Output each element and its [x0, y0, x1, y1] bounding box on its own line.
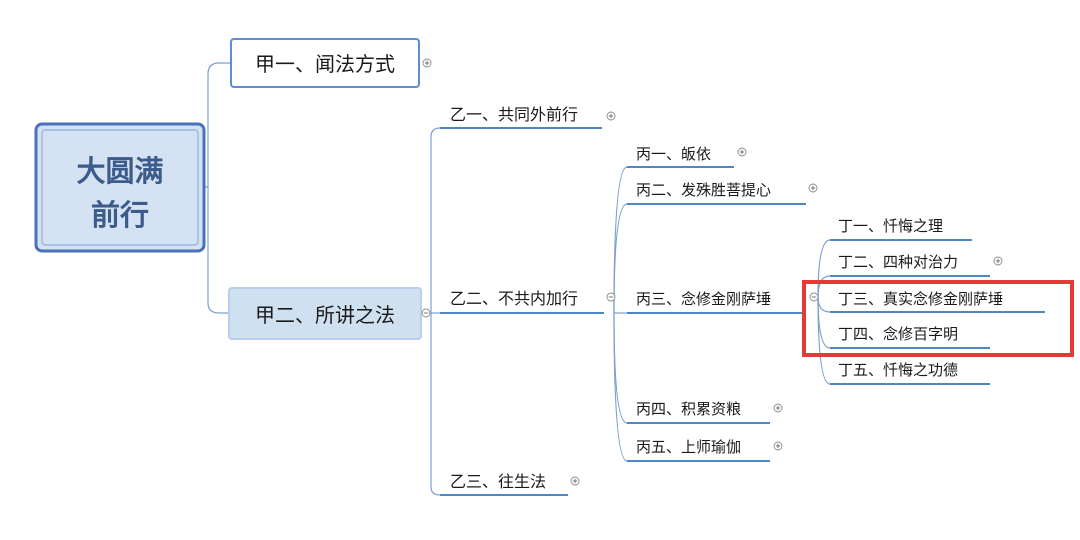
expand-icon[interactable]	[570, 476, 580, 486]
highlight-box	[802, 280, 1074, 357]
node-label: 丙五、上师瑜伽	[636, 438, 741, 456]
node-yi1[interactable]: 乙一、共同外前行	[440, 105, 602, 129]
node-bing4[interactable]: 丙四、积累资粮	[627, 400, 770, 424]
node-ding5[interactable]: 丁五、忏悔之功德	[830, 361, 990, 385]
expand-icon[interactable]	[422, 58, 432, 68]
expand-icon[interactable]	[993, 256, 1003, 266]
node-yi2[interactable]: 乙二、不共内加行	[440, 289, 604, 314]
root-label-line1: 大圆满	[76, 154, 163, 188]
node-label: 丙三、念修金刚萨埵	[636, 290, 771, 308]
node-bing2[interactable]: 丙二、发殊胜菩提心	[627, 181, 806, 205]
node-label: 丁三、真实念修金刚萨埵	[838, 290, 1003, 308]
node-ding3[interactable]: 丁三、真实念修金刚萨埵	[830, 290, 1045, 313]
node-bing3[interactable]: 丙三、念修金刚萨埵	[627, 290, 806, 314]
collapse-icon[interactable]	[421, 308, 431, 318]
node-jia1[interactable]: 甲一、闻法方式	[230, 38, 420, 88]
node-label: 丁四、念修百字明	[838, 325, 958, 343]
node-jia2[interactable]: 甲二、所讲之法	[228, 287, 422, 340]
node-label: 乙三、往生法	[450, 472, 546, 491]
root-node[interactable]: 大圆满 前行	[34, 122, 206, 253]
node-label: 乙一、共同外前行	[450, 105, 578, 124]
expand-icon[interactable]	[606, 111, 616, 121]
collapse-icon[interactable]	[809, 292, 819, 302]
node-label: 丙一、皈依	[636, 145, 711, 163]
node-bing1[interactable]: 丙一、皈依	[627, 145, 734, 168]
node-ding4[interactable]: 丁四、念修百字明	[830, 325, 990, 349]
node-label: 丁一、忏悔之理	[838, 217, 943, 235]
node-label: 丙四、积累资粮	[636, 400, 741, 418]
expand-icon[interactable]	[737, 147, 747, 157]
connector-lines	[204, 62, 831, 496]
node-bing5[interactable]: 丙五、上师瑜伽	[627, 438, 770, 462]
node-ding2[interactable]: 丁二、四种对治力	[830, 253, 990, 277]
node-label: 丙二、发殊胜菩提心	[636, 181, 771, 199]
root-label-line2: 前行	[91, 198, 149, 232]
node-ding1[interactable]: 丁一、忏悔之理	[830, 217, 972, 241]
expand-icon[interactable]	[773, 403, 783, 413]
node-yi3[interactable]: 乙三、往生法	[440, 472, 568, 496]
expand-icon[interactable]	[773, 441, 783, 451]
node-label: 乙二、不共内加行	[450, 289, 578, 308]
node-label: 甲二、所讲之法	[255, 303, 395, 327]
node-label: 丁五、忏悔之功德	[838, 361, 958, 379]
node-label: 丁二、四种对治力	[838, 253, 958, 271]
node-label: 甲一、闻法方式	[255, 52, 395, 76]
expand-icon[interactable]	[808, 183, 818, 193]
collapse-icon[interactable]	[606, 292, 616, 302]
